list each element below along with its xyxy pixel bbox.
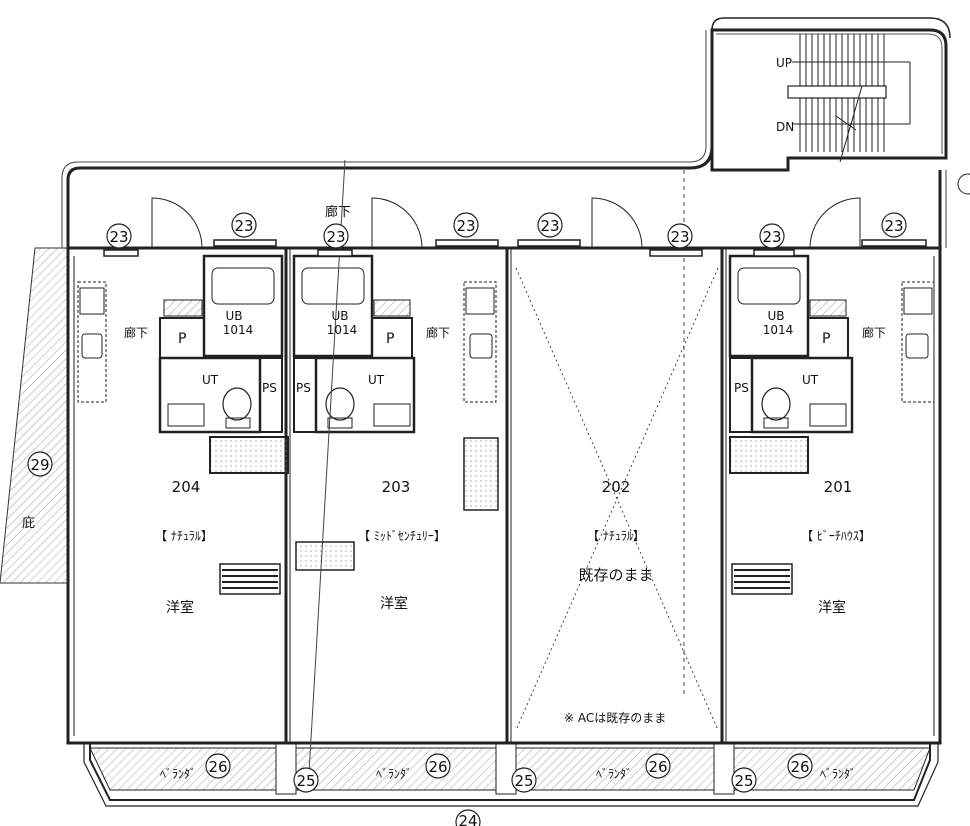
unit-203-style: 【 ﾐｯﾄﾞｾﾝﾁｭﾘｰ】: [358, 529, 446, 543]
tag-23-b: 23: [231, 212, 257, 238]
front-doors: [151, 197, 861, 249]
balcony-label-c: ﾍﾞﾗﾝﾀﾞ: [596, 767, 632, 781]
tag-23-c: 23: [323, 223, 349, 249]
svg-text:26: 26: [208, 758, 227, 776]
unit-203-hall: 廊下: [426, 325, 450, 340]
unit-203-pantry: P: [386, 331, 394, 347]
unit-204-room: 洋室: [166, 599, 194, 616]
svg-text:23: 23: [540, 217, 559, 235]
unit-201-number: 201: [824, 478, 853, 496]
unit-203-ps: PS: [296, 381, 311, 395]
unit-201-hall: 廊下: [862, 325, 886, 340]
svg-text:24: 24: [458, 812, 477, 826]
svg-text:23: 23: [670, 228, 689, 246]
unit-203-bath: UB: [331, 309, 348, 323]
tag-23-e: 23: [537, 212, 563, 238]
wet-area-204: [158, 254, 289, 474]
window-tags: 23 23 23 23 23 23 23 23: [106, 212, 907, 249]
unit-203-toilet: UT: [368, 373, 385, 387]
ac-units: [219, 563, 793, 595]
svg-text:23: 23: [762, 228, 781, 246]
tag-23-g: 23: [759, 223, 785, 249]
tag-24: 24: [455, 809, 481, 826]
tag-26-b: 26: [425, 753, 451, 779]
wet-area-203: [292, 254, 416, 571]
unit-202-room: 既存のまま: [578, 566, 653, 584]
stair-up-label: UP: [776, 56, 792, 70]
corridor-railing: [61, 30, 970, 248]
svg-text:25: 25: [514, 772, 533, 790]
wet-area-201: [728, 254, 854, 474]
tag-29: 29: [27, 451, 53, 477]
survey-line: [307, 159, 346, 791]
unit-201-pantry: P: [822, 331, 830, 347]
left-eave: [0, 247, 69, 584]
unit-204-style: 【 ﾅﾁｭﾗﾙ】: [155, 529, 213, 543]
svg-text:25: 25: [296, 772, 315, 790]
balcony-label-d: ﾍﾞﾗﾝﾀﾞ: [820, 767, 856, 781]
left-eave-label: 庇: [22, 516, 35, 531]
unit-202-number: 202: [602, 478, 631, 496]
tag-26-d: 26: [787, 753, 813, 779]
unit-201-toilet: UT: [802, 373, 819, 387]
unit-204-hall: 廊下: [124, 325, 148, 340]
tag-23-h: 23: [881, 212, 907, 238]
svg-text:23: 23: [234, 217, 253, 235]
unit-204-ps: PS: [262, 381, 277, 395]
svg-text:23: 23: [456, 217, 475, 235]
unit-201-style: 【 ﾋﾞｰﾁﾊｳｽ】: [801, 529, 871, 543]
unit-201-bath-size: 1014: [763, 323, 794, 337]
unit-201-room: 洋室: [818, 599, 846, 616]
unit-203-room: 洋室: [380, 595, 408, 612]
unit-203-bath-size: 1014: [327, 323, 358, 337]
unit-201-ps: PS: [734, 381, 749, 395]
stair-down-label: DN: [776, 120, 794, 134]
svg-text:23: 23: [109, 228, 128, 246]
svg-text:26: 26: [428, 758, 447, 776]
unit-204-pantry: P: [178, 331, 186, 347]
tag-26-c: 26: [645, 753, 671, 779]
tag-25-c: 25: [731, 767, 757, 793]
unit-202-style: 【 ﾅﾁｭﾗﾙ】: [587, 529, 645, 543]
stair-block: [710, 17, 951, 172]
unit-202-existing-cross: [515, 170, 719, 731]
svg-text:26: 26: [790, 758, 809, 776]
corridor-windows: [103, 239, 927, 257]
unit-204-toilet: UT: [202, 373, 219, 387]
svg-text:26: 26: [648, 758, 667, 776]
unit-204-bath-size: 1014: [223, 323, 254, 337]
corridor-label: 廊下: [325, 204, 351, 220]
svg-text:23: 23: [326, 228, 345, 246]
unit-203-number: 203: [382, 478, 411, 496]
unit-201-bath: UB: [767, 309, 784, 323]
balcony-tags: 26 26 26 26 25 25 25 24: [205, 753, 813, 826]
tag-23-f: 23: [667, 223, 693, 249]
unit-204-number: 204: [172, 478, 201, 496]
svg-text:25: 25: [734, 772, 753, 790]
tag-26-a: 26: [205, 753, 231, 779]
tag-25-b: 25: [511, 767, 537, 793]
ac-note: ※ ACは既存のまま: [564, 711, 666, 725]
tag-23-d: 23: [453, 212, 479, 238]
unit-204-bath: UB: [225, 309, 242, 323]
tag-23-a: 23: [106, 223, 132, 249]
kitchenettes: [77, 281, 935, 511]
svg-text:29: 29: [30, 456, 49, 474]
svg-text:23: 23: [884, 217, 903, 235]
balcony-label-b: ﾍﾞﾗﾝﾀﾞ: [376, 767, 412, 781]
tag-25-a: 25: [293, 767, 319, 793]
balcony-label-a: ﾍﾞﾗﾝﾀﾞ: [160, 767, 196, 781]
